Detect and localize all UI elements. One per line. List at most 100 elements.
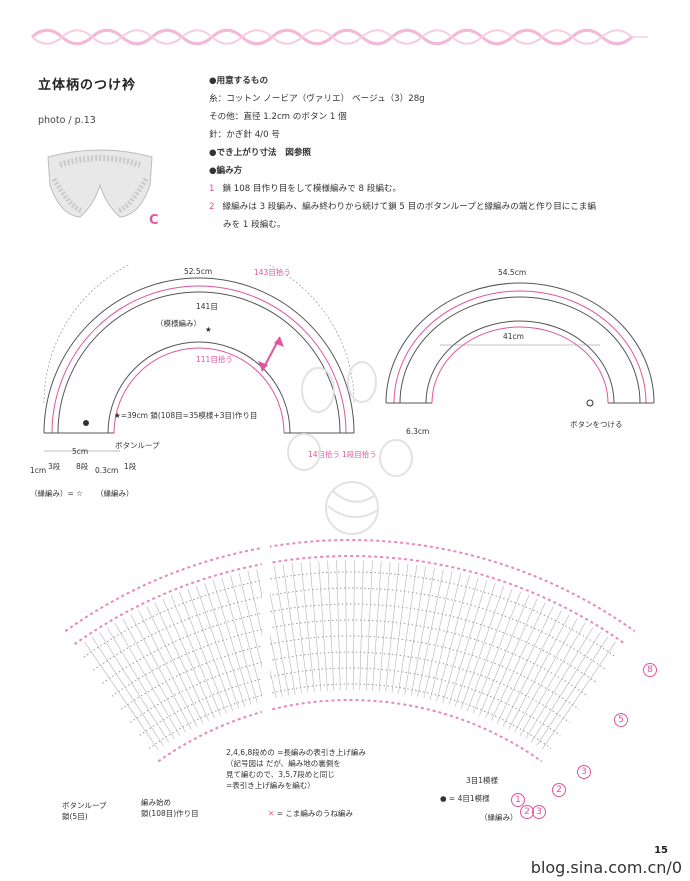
button-dot <box>83 420 89 426</box>
chart-stitch-tick <box>391 563 409 693</box>
chart-note-4: =表引き上げ編みを編む） <box>226 781 315 790</box>
chart-stitch-tick <box>99 632 170 743</box>
left-1row: 1段 <box>124 462 137 471</box>
chart-stitch-tick <box>114 622 181 736</box>
chart-stitch-tick <box>365 560 373 691</box>
page-title: 立体柄のつけ衿 <box>38 78 137 93</box>
chart-button-loop-2: 鎖(5目) <box>62 812 88 821</box>
chart-stitch-tick <box>423 571 453 699</box>
materials-yarn: 糸：コットン ノービア（ヴァリエ） ベージュ（3）28g <box>209 94 425 104</box>
chart-stitch-tick <box>154 602 209 721</box>
chart-stitch-tick <box>212 580 252 705</box>
step-1-text: 鎖 108 目作り目をして模様編みで 8 段編む。 <box>222 184 402 194</box>
chart-stitch-tick <box>398 564 418 694</box>
chart-stitch-tick <box>122 618 186 733</box>
chart-sc-note-text: = こま編みのうね編み <box>276 809 353 818</box>
chart-row-arc <box>120 635 580 710</box>
chart-stitch-tick <box>429 573 462 700</box>
chart-row-arc <box>64 539 636 633</box>
sc-symbol: ✕ <box>268 809 275 818</box>
chart-stitch-tick <box>536 636 609 746</box>
chart-stitch-tick <box>448 580 488 705</box>
left-pick-14: 14目拾う <box>308 450 341 459</box>
chart-stitch-tick <box>417 569 444 697</box>
watermark-text: blog.sina.com.cn/0 <box>530 858 682 877</box>
chart-stitch-tick <box>221 577 258 703</box>
chart-button-loop: ボタンループ 鎖(5目) <box>62 800 107 822</box>
method-heading: ●編み方 <box>209 166 243 176</box>
page-number: 15 <box>654 845 668 856</box>
chart-stitch-tick <box>442 577 479 703</box>
left-inner-stitches: 141目 <box>196 302 218 311</box>
left-width-5cm: 5cm <box>72 447 89 456</box>
chart-stitch-tick <box>336 560 341 691</box>
chart-row-arc <box>157 699 543 763</box>
chart-row-arc <box>111 619 589 697</box>
right-outer-width: 54.5cm <box>498 268 527 277</box>
photo-reference: photo / p.13 <box>38 115 96 126</box>
chart-stitch-tick <box>170 595 221 716</box>
chart-edge: （縁編み） <box>480 813 518 822</box>
chart-note: 2,4,6,8段めの =長編みの表引き上げ編み （記号図は だが、編み地の裏側を… <box>226 747 366 791</box>
chart-repeat-4: ● = 4目1模様 <box>440 794 490 803</box>
chart-stitch-tick <box>502 610 562 727</box>
crochet-chart <box>64 510 636 763</box>
photo-letter: C <box>149 213 159 228</box>
chart-row-arc <box>102 603 598 684</box>
chart-gap <box>262 510 270 750</box>
chart-stitch-tick <box>359 560 364 691</box>
chart-stitch-tick <box>327 560 335 691</box>
chart-stitch-tick <box>467 588 513 712</box>
left-03cm: 0.3cm <box>95 466 119 475</box>
yarn-ball-watermark <box>287 361 413 535</box>
chart-stitch-tick <box>404 566 427 695</box>
step-2-number: 2 <box>209 202 215 212</box>
chart-stitch-tick <box>496 606 554 724</box>
chart-note-3: 見て編むので、3,5,7段めと同じ <box>226 770 335 779</box>
step-2-text-1: 縁編みは 3 段編み、編み終わりから続けて鎖 5 目のボタンループと縁編みの端と… <box>222 202 596 212</box>
row-label-5: 5 <box>614 713 628 727</box>
chart-stitch-tick <box>378 561 391 692</box>
chart-stitch-tick <box>473 591 521 714</box>
materials-section: ●用意するもの 糸：コットン ノービア（ヴァリエ） ベージュ（3）28g その他… <box>209 72 596 234</box>
chart-stitch-tick <box>318 560 328 691</box>
row-label-3: 3 <box>577 765 591 779</box>
row-label-3b: 3 <box>532 805 546 819</box>
chart-stitch-tick <box>479 595 530 716</box>
chart-stitch-tick <box>106 627 175 740</box>
chart-stitch-tick <box>138 610 198 727</box>
chart-stitch-tick <box>345 559 348 691</box>
chart-stitch-tick <box>204 582 246 707</box>
chart-stitch-tick <box>309 561 322 692</box>
chart-sc-note: ✕ = こま編みのうね編み <box>268 808 353 819</box>
chart-stitch-tick <box>273 566 296 695</box>
right-button-attach: ボタンをつける <box>570 420 623 429</box>
chart-row-arc <box>92 587 608 671</box>
left-base-note: ★=39cm 鎖(108目=35模様+3目)作り目 <box>114 411 258 420</box>
chart-stitch-tick <box>436 575 470 702</box>
left-8rows: 8段 <box>76 462 89 471</box>
chart-stitch-tick <box>282 564 302 694</box>
materials-other: その他：直径 1.2cm のボタン 1 個 <box>209 112 347 122</box>
chart-stitch-tick <box>525 627 594 740</box>
chart-note-2: （記号図は <box>226 759 264 768</box>
left-edge-label: （縁編み） <box>96 489 134 498</box>
chart-start-1: 編み始め <box>141 798 171 807</box>
materials-needle: 針：かぎ針 4/0 号 <box>209 130 280 140</box>
right-collar-schematic <box>385 282 655 407</box>
chart-repeat-3: 3目1模様 <box>466 776 499 785</box>
chart-row-arc <box>148 683 552 749</box>
chart-stitch-tick <box>230 575 264 702</box>
method-step-2-cont: みを 1 段編む。 <box>223 220 286 230</box>
left-3rows: 3段 <box>48 462 61 471</box>
chart-stitch-tick <box>300 562 315 692</box>
chart-stitch-tick <box>146 606 204 724</box>
chart-stitch-tick <box>91 636 164 746</box>
chart-stitch-tick <box>187 588 233 712</box>
chart-stitch-tick <box>514 618 578 733</box>
button-mark <box>586 399 594 407</box>
chart-stitch-tick <box>454 582 496 707</box>
header-ornament <box>30 28 648 46</box>
chart-stitch-tick <box>541 641 616 750</box>
